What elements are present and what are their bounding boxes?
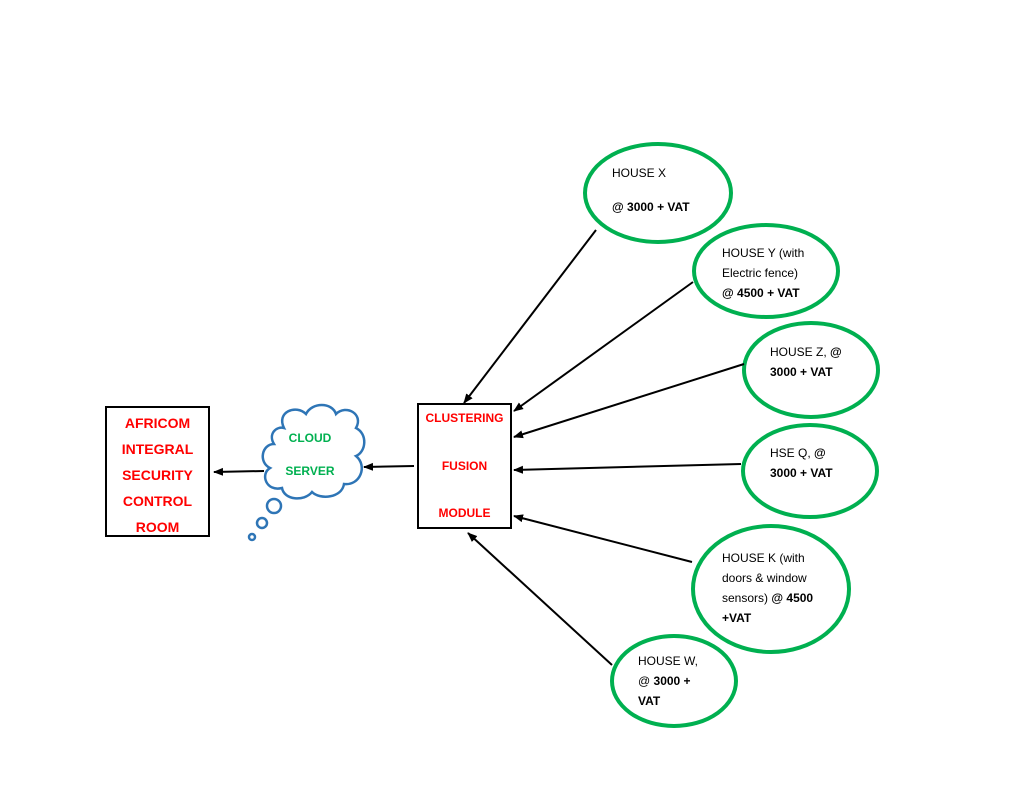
house-k-price: +VAT — [722, 611, 752, 625]
house-y-name: HOUSE Y (with — [722, 246, 805, 260]
house-q-ellipse — [741, 423, 879, 519]
fusion-label-line-1: CLUSTERING — [425, 411, 504, 425]
control-room-line-2: INTEGRAL — [121, 441, 194, 457]
house-w-vat: VAT — [638, 694, 661, 708]
control-room-label: AFRICOM INTEGRAL SECURITY CONTROL ROOM — [105, 410, 210, 540]
house-x-ellipse — [583, 142, 733, 244]
house-z-price: 3000 + VAT — [770, 365, 833, 379]
house-x-price: @ 3000 + VAT — [612, 200, 690, 214]
arrow-house-y — [513, 281, 694, 412]
control-room-line-4: CONTROL — [122, 493, 193, 509]
cloud-label-line-2: SERVER — [285, 464, 335, 478]
arrow-house-q — [513, 463, 742, 474]
house-z-name: HOUSE Z, @ — [770, 345, 842, 359]
house-k-ellipse — [691, 524, 851, 654]
control-room-box — [105, 406, 210, 537]
house-x-name: HOUSE X — [612, 166, 667, 180]
fusion-module-box — [417, 403, 512, 529]
control-room-line-5: ROOM — [135, 519, 180, 535]
cloud-icon — [247, 403, 366, 542]
cloud-label-line-1: CLOUD — [288, 431, 332, 445]
house-w-price: @ 3000 + — [638, 674, 691, 688]
arrow-house-w — [467, 532, 613, 666]
house-w-name: HOUSE W, — [638, 654, 699, 668]
control-room-line-1: AFRICOM — [124, 415, 191, 431]
fusion-label-line-2: FUSION — [441, 459, 488, 473]
house-y-ellipse — [692, 223, 840, 319]
house-k-name: HOUSE K (with — [722, 551, 805, 565]
arrow-fusion-to-cloud — [363, 462, 415, 471]
house-k-feature-1: doors & window — [722, 571, 807, 585]
house-w-ellipse — [610, 634, 738, 728]
arrow-cloud-to-control — [213, 467, 265, 476]
house-q-price: 3000 + VAT — [770, 466, 833, 480]
arrow-house-z — [513, 363, 745, 439]
control-room-line-3: SECURITY — [122, 467, 193, 483]
house-z-ellipse — [742, 321, 880, 419]
house-y-price: @ 4500 + VAT — [722, 286, 800, 300]
house-q-name: HSE Q, @ — [770, 446, 826, 460]
house-y-feature: Electric fence) — [722, 266, 799, 280]
arrow-house-x — [463, 229, 597, 404]
arrow-house-k — [513, 514, 693, 563]
fusion-label-line-3: MODULE — [438, 506, 491, 520]
house-k-feature-2: sensors) @ 4500 — [722, 591, 814, 605]
